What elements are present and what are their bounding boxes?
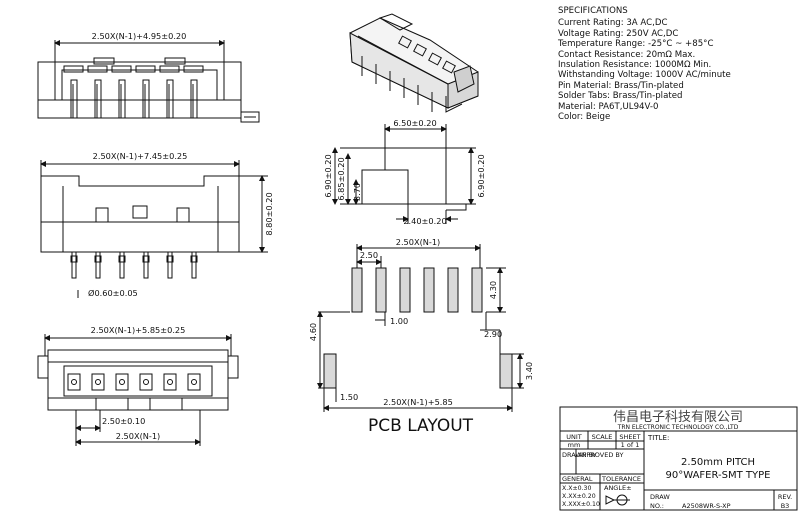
pcb-layout <box>317 244 524 412</box>
tolerance-3: X.XXX±0.10 <box>562 501 600 508</box>
isometric-view <box>349 13 479 113</box>
bottom-pin <box>119 379 125 385</box>
spec-line: Withstanding Voltage: 1000V AC/minute <box>558 70 731 81</box>
scale-label: SCALE <box>592 433 613 441</box>
unit-label: UNIT <box>566 433 582 441</box>
side-h2-dim: 6.85±0.20 <box>336 157 346 200</box>
front-view <box>40 160 268 298</box>
title-label: TITLE: <box>647 434 669 442</box>
title-line-2: 90°WAFER-SMT TYPE <box>666 470 771 481</box>
top-pin <box>190 79 198 119</box>
bottom-pin-pocket <box>115 373 129 391</box>
spec-line: Insulation Resistance: 1000MΩ Min. <box>558 60 712 71</box>
spec-line: Voltage Rating: 250V AC,DC <box>558 28 679 39</box>
spec-line: Material: PA6T,UL94V-0 <box>558 101 659 112</box>
company-name-en: TRN ELECTRONIC TECHNOLOGY CO.,LTD <box>617 424 739 431</box>
spec-line: Color: Beige <box>558 112 611 123</box>
revision-label: REV. <box>778 493 792 501</box>
top-pin <box>142 79 150 119</box>
number-label: NO.: <box>650 502 664 510</box>
front-pin <box>191 251 197 279</box>
top-pin <box>166 79 174 119</box>
specifications-heading: SPECIFICATIONS <box>558 6 628 16</box>
top-pin <box>94 79 102 119</box>
spec-line: Contact Resistance: 20mΩ Max. <box>558 49 696 60</box>
front-pin <box>143 251 149 279</box>
spec-line: Pin Material: Brass/Tin-plated <box>558 80 684 91</box>
sheet-value: 1 of 1 <box>621 441 640 449</box>
top-width-dim: 2.50X(N-1)+4.95±0.20 <box>92 31 187 41</box>
pcb-pad <box>375 267 387 313</box>
tolerance-1: X.X±0.30 <box>562 485 591 492</box>
pcb-tab-offset-dim: 2.90 <box>484 329 502 339</box>
side-h1-dim: 6.90±0.20 <box>323 154 333 197</box>
pcb-span-dim: 2.50X(N-1) <box>396 237 441 247</box>
front-width-dim: 2.50X(N-1)+7.45±0.25 <box>93 151 188 161</box>
pcb-tab-width-dim: 1.50 <box>340 392 358 402</box>
bottom-pin-pocket <box>163 373 177 391</box>
bottom-span-dim: 2.50X(N-1) <box>116 431 161 441</box>
unit-value: mm <box>568 441 581 449</box>
side-tab-dim: 2.40±0.20 <box>403 216 446 226</box>
title-line-1: 2.50mm PITCH <box>681 457 755 468</box>
spec-line: Solder Tabs: Brass/Tin-plated <box>558 91 683 102</box>
pcb-pad <box>351 267 363 313</box>
side-h4-dim: 6.90±0.20 <box>476 154 486 197</box>
top-view <box>37 40 260 123</box>
front-pin <box>167 251 173 279</box>
drawn-by-label: DRAWN BY <box>562 451 597 459</box>
bottom-width-dim: 2.50X(N-1)+5.85±0.25 <box>91 325 186 335</box>
bottom-pin-pocket <box>91 373 105 391</box>
pcb-total-dim: 2.50X(N-1)+5.85 <box>383 397 453 407</box>
pcb-pitch-dim: 2.50 <box>360 250 378 260</box>
pcb-layout-label: PCB LAYOUT <box>368 416 474 436</box>
pcb-pad <box>399 267 411 313</box>
draw-label: DRAW <box>650 493 670 501</box>
top-pin <box>70 79 78 119</box>
bottom-view <box>37 334 239 446</box>
pcb-pad <box>471 267 483 313</box>
bottom-pin <box>71 379 77 385</box>
pcb-tab-length-dim: 3.40 <box>524 362 534 380</box>
approved-by-label: APPROVED BY <box>578 451 624 459</box>
front-pin <box>71 251 77 279</box>
bottom-pitch-dim: 2.50±0.10 <box>102 416 145 426</box>
pcb-pad-width-dim: 1.00 <box>390 316 408 326</box>
bottom-pin-pocket <box>187 373 201 391</box>
spec-line: Current Rating: 3A AC,DC <box>558 18 668 29</box>
tolerance-label: TOLERANCE <box>601 475 641 483</box>
pcb-pad-length-dim: 4.30 <box>488 281 498 299</box>
sheet-label: SHEET <box>619 433 640 441</box>
front-height-dim: 8.80±0.20 <box>264 192 274 235</box>
spec-line: Temperature Range: -25°C ~ +85°C <box>558 39 714 50</box>
pin-diameter-dim: Ø0.60±0.05 <box>88 288 138 298</box>
side-h3-dim: 3.70 <box>352 183 362 201</box>
pcb-pad <box>447 267 459 313</box>
angle-label: ANGLE± <box>604 484 632 492</box>
title-block <box>559 406 798 511</box>
bottom-pin <box>191 379 197 385</box>
revision-value: B3 <box>781 502 790 510</box>
side-view <box>332 124 476 224</box>
tolerance-2: X.XX±0.20 <box>562 493 596 500</box>
front-pin <box>119 251 125 279</box>
bottom-pin <box>167 379 173 385</box>
company-name-cn: 伟昌电子科技有限公司 <box>613 410 743 425</box>
drawing-number: A2508WR-S-XP <box>682 502 731 510</box>
pcb-pad <box>423 267 435 313</box>
specifications-block: SPECIFICATIONS Current Rating: 3A AC,DC … <box>558 6 731 122</box>
bottom-pin <box>143 379 149 385</box>
front-pin <box>95 251 101 279</box>
side-width-dim: 6.50±0.20 <box>393 118 436 128</box>
bottom-pin-pocket <box>67 373 81 391</box>
general-label: GENERAL <box>562 475 593 483</box>
top-pin <box>118 79 126 119</box>
bottom-pin-pocket <box>139 373 153 391</box>
bottom-pin <box>95 379 101 385</box>
pcb-height-dim: 4.60 <box>308 323 318 341</box>
